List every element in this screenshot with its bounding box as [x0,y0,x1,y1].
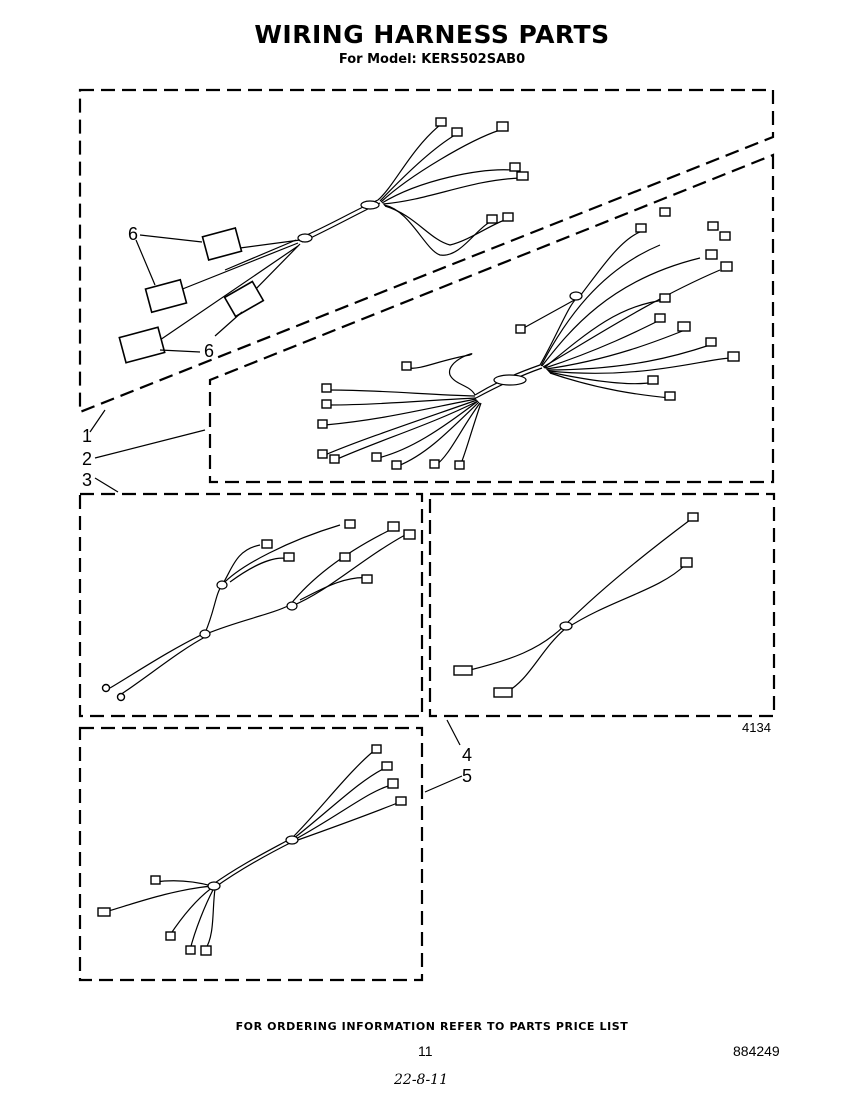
leader-6b [135,239,156,286]
ordering-footer: FOR ORDERING INFORMATION REFER TO PARTS … [235,1020,629,1033]
model-subtitle: For Model: KERS502SAB0 [338,52,526,67]
leader-6d [214,311,243,337]
callout-1: 1 [82,426,93,446]
callout-2: 2 [82,449,93,469]
panel-3-border [78,492,424,718]
document-number: 884249 [733,1043,780,1059]
page-title: WIRING HARNESS PARTS [254,20,610,49]
harness-2 [317,207,740,470]
leader-4 [446,719,461,746]
leader-2 [94,429,206,459]
leader-1 [89,409,106,433]
harness-1 [118,117,529,364]
harness-4 [453,512,699,698]
connector-6a [201,227,243,261]
connector-6c [223,280,265,318]
leader-6a [139,234,203,243]
harness-5 [97,744,407,956]
panel-1-border [78,88,775,414]
figure-number: 4134 [742,720,771,735]
connector-6d [118,326,166,364]
page-number: 11 [418,1043,433,1059]
connector-6b [144,278,188,314]
panel-2-border [208,153,775,484]
callout-6-top: 6 [128,224,139,244]
harness-3 [101,519,416,702]
leader-3 [94,477,119,493]
callout-6-bottom: 6 [204,341,215,361]
callout-4: 4 [462,745,473,765]
leader-6c [159,349,201,353]
leader-5 [424,775,463,793]
handwritten-date: 22-8-11 [394,1072,448,1088]
panel-4-border [428,492,776,718]
panel-5-border [78,726,424,982]
callout-5: 5 [462,766,473,786]
callout-3: 3 [82,470,93,490]
